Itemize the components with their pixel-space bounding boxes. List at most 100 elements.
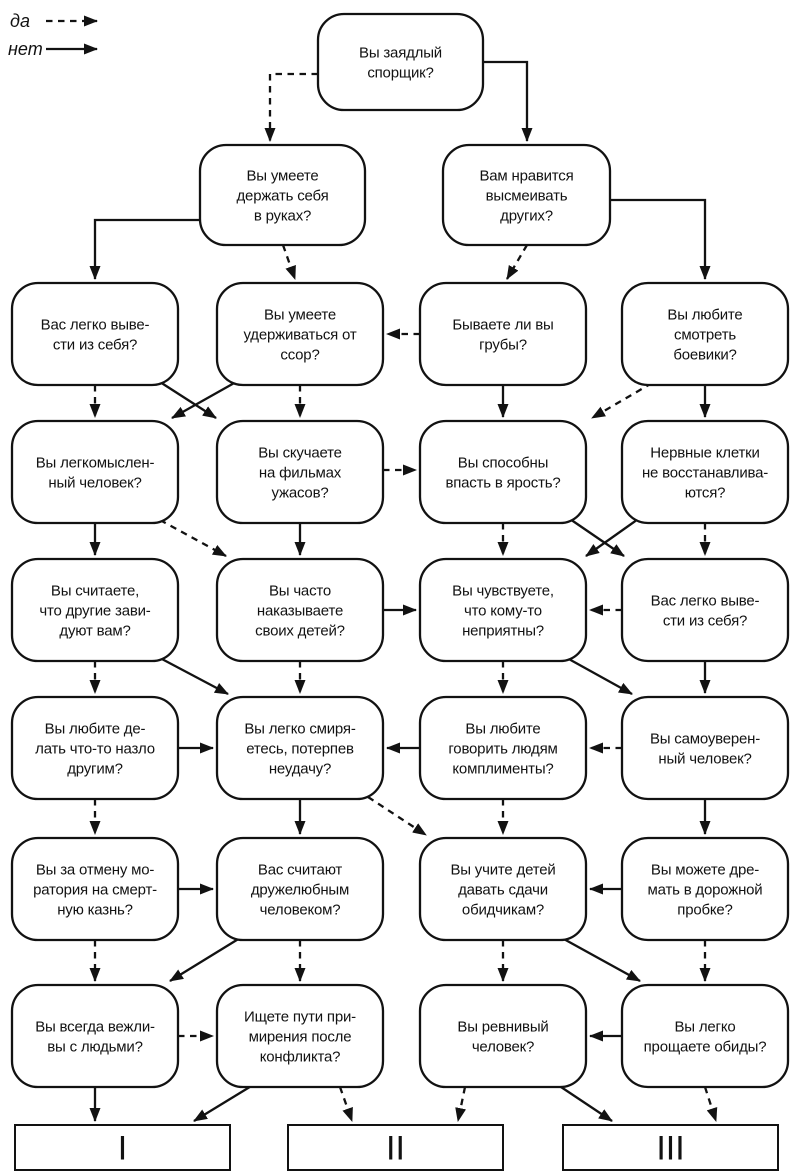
node-box-b7b xyxy=(215,983,385,1089)
edge-b7d-r3-da xyxy=(703,1086,718,1122)
edge-b2d-b3c-da xyxy=(591,382,653,419)
edge-b6c-b7d-net xyxy=(561,936,641,983)
node-box-b4d xyxy=(620,557,790,663)
edge-b1b-b2d-net xyxy=(610,198,711,280)
edge-b3a-b4b-da xyxy=(159,518,227,558)
result-rect-r1 xyxy=(14,1124,231,1171)
node-label-b3a: Вы легкомыслен-ный человек? xyxy=(36,455,155,492)
node-label-b4a: Вы считаете,что другие зави-дуют вам? xyxy=(39,583,150,640)
edge-b1b-b2c-da xyxy=(506,244,528,280)
result-label-r1: I xyxy=(118,1130,127,1168)
node-box-b7a xyxy=(10,983,180,1089)
node-box-b3b xyxy=(215,419,385,525)
node-label-b6a: Вы за отмену мо-ратория на смерт-ную каз… xyxy=(33,862,157,919)
node-label-b4d: Вас легко выве-сти из себя? xyxy=(651,593,760,630)
legend: да нет xyxy=(8,11,98,59)
node-b4d: Вас легко выве-сти из себя? xyxy=(620,557,790,663)
node-box-b3a xyxy=(10,419,180,525)
node-box-b2d xyxy=(620,281,790,387)
node-box-b6d xyxy=(620,836,790,942)
node-box-b4b xyxy=(215,557,385,663)
node-box-b7d xyxy=(620,983,790,1089)
node-b7a: Вы всегда вежли-вы с людьми? xyxy=(10,983,180,1089)
result-box-r3: III xyxy=(562,1124,779,1171)
node-box-b3d xyxy=(620,419,790,525)
edges-layer xyxy=(89,60,718,1122)
result-box-r2: II xyxy=(287,1124,504,1171)
edge-b5b-b6c-da xyxy=(367,796,427,836)
edge-b1a-b2a-net xyxy=(89,218,200,280)
node-box-b5a xyxy=(10,695,180,801)
node-label-b7a: Вы всегда вежли-вы с людьми? xyxy=(35,1019,155,1056)
edge-b7b-r1-net xyxy=(193,1084,254,1122)
edge-b1a-b2b-da xyxy=(281,244,297,280)
result-rect-r3 xyxy=(562,1124,779,1171)
node-box-b6c xyxy=(418,836,588,942)
node-box-b2a xyxy=(10,281,180,387)
node-box-b1a xyxy=(198,143,367,247)
node-box-b5d xyxy=(620,695,790,801)
edge-b3d-b4c-net xyxy=(585,516,642,557)
edge-b4c-b5d-net xyxy=(566,656,633,696)
edge-b7c-r2-da xyxy=(455,1086,467,1122)
node-b6a: Вы за отмену мо-ратория на смерт-ную каз… xyxy=(10,836,180,942)
node-box-b5b xyxy=(215,695,385,801)
node-box-b2c xyxy=(418,281,588,387)
node-label-b5d: Вы самоуверен-ный человек? xyxy=(650,731,760,768)
legend-net-label: нет xyxy=(8,39,43,59)
node-box-b1b xyxy=(441,143,612,247)
node-b3a: Вы легкомыслен-ный человек? xyxy=(10,419,180,525)
node-box-b4c xyxy=(418,557,588,663)
node-box-b6b xyxy=(215,836,385,942)
edge-b6b-b7a-net xyxy=(169,937,241,982)
edge-b3c-b4d-net xyxy=(566,516,625,557)
node-box-t xyxy=(316,12,485,112)
edge-t-b1b-net xyxy=(483,60,533,142)
result-rect-r2 xyxy=(287,1124,504,1171)
edge-b2a-b3b-net xyxy=(159,381,217,419)
result-box-r1: I xyxy=(14,1124,231,1171)
node-box-b3c xyxy=(418,419,588,525)
legend-da-label: да xyxy=(10,11,30,31)
node-box-b7c xyxy=(418,983,588,1089)
edge-b4a-b5b-net xyxy=(159,656,229,696)
edge-t-b1a-da xyxy=(264,72,318,142)
